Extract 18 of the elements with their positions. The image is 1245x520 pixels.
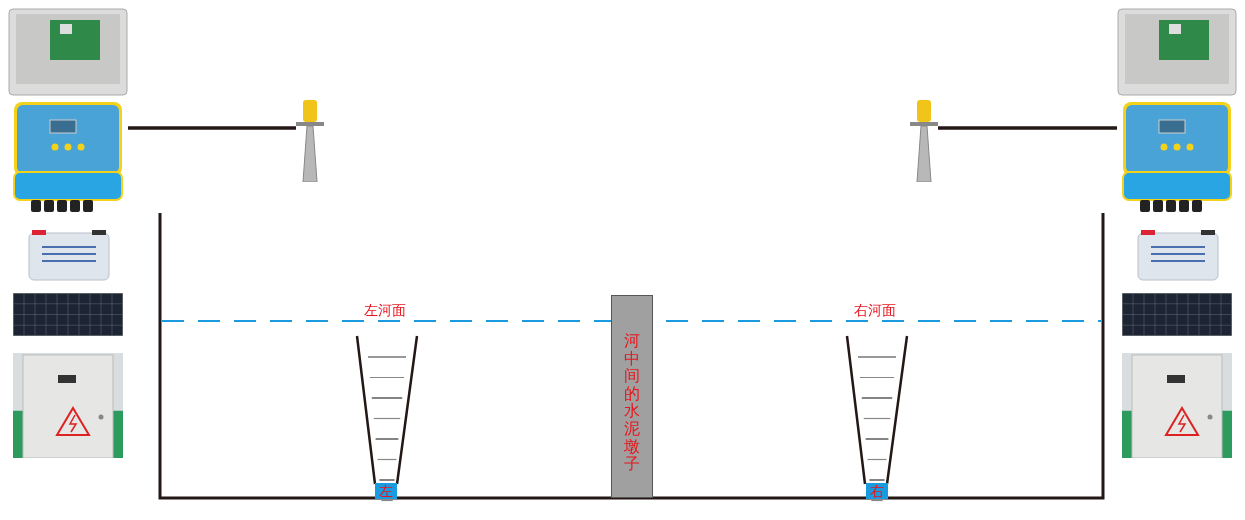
water-surface-label: 右河面 (852, 302, 898, 320)
solar-panel-drawing (13, 293, 123, 336)
gauge-base: 右 (866, 483, 888, 499)
gateway-box-drawing (8, 8, 128, 96)
cable-line (128, 126, 296, 130)
pier-label: 河中间的水泥墩子 (624, 332, 640, 475)
cable-line (938, 126, 1117, 130)
gauge-base: 左 (375, 483, 397, 499)
solar-panel-drawing (1122, 293, 1232, 336)
cabinet-drawing (1122, 353, 1232, 458)
battery-drawing (1137, 228, 1219, 281)
water-surface-label: 左河面 (362, 302, 408, 320)
radar-sensor-drawing (296, 100, 324, 182)
radar-sensor-drawing (910, 100, 938, 182)
concrete-pier (611, 295, 653, 498)
battery-drawing (28, 228, 110, 281)
cabinet-drawing (13, 353, 123, 458)
gateway-box-drawing (1117, 8, 1237, 96)
